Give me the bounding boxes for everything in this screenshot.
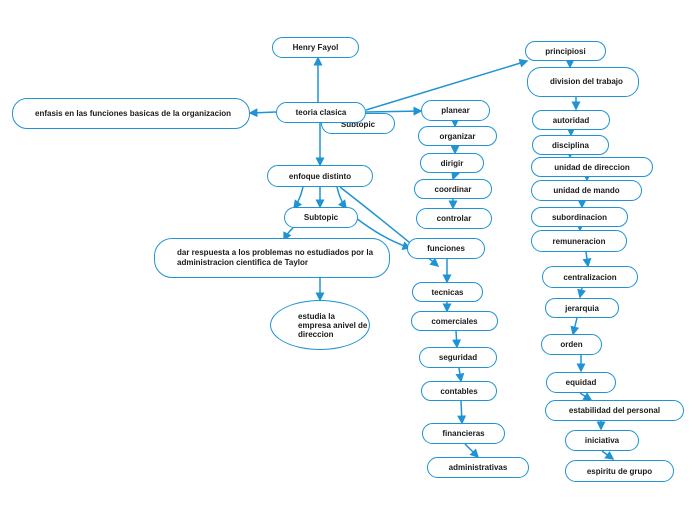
- node-estudia-empresa[interactable]: estudia la empresa anivel de direccion: [270, 300, 370, 350]
- node-jerarquia[interactable]: jerarquia: [545, 298, 619, 318]
- link-comerciales-seguridad: [452, 330, 462, 349]
- node-teoria-clasica[interactable]: teoria clasica: [276, 102, 366, 123]
- node-contables[interactable]: contables: [421, 381, 497, 401]
- node-unidad-direccion[interactable]: unidad de direccion: [531, 157, 653, 177]
- node-dirigir[interactable]: dirigir: [420, 153, 484, 173]
- node-dar-respuesta[interactable]: dar respuesta a los problemas no estudia…: [154, 238, 390, 278]
- node-organizar[interactable]: organizar: [418, 126, 497, 146]
- node-unidad-mando[interactable]: unidad de mando: [531, 180, 642, 201]
- node-autoridad[interactable]: autoridad: [532, 110, 610, 130]
- node-orden[interactable]: orden: [541, 334, 602, 355]
- node-remuneracion[interactable]: remuneracion: [531, 230, 627, 252]
- node-equidad[interactable]: equidad: [546, 372, 616, 393]
- link-dirigir-coordinar: [451, 170, 460, 181]
- node-enfoque-distinto[interactable]: enfoque distinto: [267, 165, 373, 187]
- node-centralizacion[interactable]: centralizacion: [542, 266, 638, 288]
- node-tecnicas[interactable]: tecnicas: [412, 282, 483, 302]
- node-administrativas[interactable]: administrativas: [427, 457, 529, 478]
- link-financieras-administrativas: [464, 443, 480, 459]
- link-enfoque-subtopic-right: [336, 186, 347, 210]
- node-coordinar[interactable]: coordinar: [414, 179, 492, 199]
- node-enfasis[interactable]: enfasis en las funciones basicas de la o…: [12, 98, 250, 129]
- link-centralizacion-jerarquia: [577, 287, 587, 299]
- node-subordinacion[interactable]: subordinacion: [531, 207, 628, 227]
- link-remuneracion-centralizacion: [582, 251, 592, 268]
- link-teoria-enfasis: [248, 108, 277, 118]
- link-seguridad-contables: [455, 367, 465, 383]
- link-enfoque-subtopic-left: [293, 186, 304, 210]
- node-estabilidad-personal[interactable]: estabilidad del personal: [545, 400, 684, 421]
- link-teoria-planear: [365, 106, 423, 116]
- link-teoria-principios: [365, 58, 529, 111]
- node-controlar[interactable]: controlar: [416, 208, 492, 229]
- node-financieras[interactable]: financieras: [422, 423, 505, 444]
- link-contables-financieras: [457, 400, 467, 425]
- node-funciones[interactable]: funciones: [407, 238, 485, 259]
- node-comerciales[interactable]: comerciales: [411, 311, 498, 331]
- node-division-trabajo[interactable]: division del trabajo: [527, 67, 639, 97]
- link-subtopic-funciones: [355, 217, 412, 250]
- node-subtopic[interactable]: Subtopic: [284, 207, 358, 228]
- node-disciplina[interactable]: disciplina: [532, 135, 609, 155]
- node-principiosi[interactable]: principiosi: [525, 41, 606, 61]
- node-henry-fayol[interactable]: Henry Fayol: [272, 37, 359, 58]
- node-planear[interactable]: planear: [421, 100, 490, 121]
- node-espiritu-grupo[interactable]: espiritu de grupo: [565, 460, 674, 482]
- link-iniciativa-espiritu: [601, 450, 615, 460]
- node-seguridad[interactable]: seguridad: [419, 347, 497, 368]
- node-iniciativa[interactable]: iniciativa: [565, 430, 639, 451]
- link-equidad-estabilidad: [579, 392, 593, 401]
- link-jerarquia-orden: [570, 317, 580, 336]
